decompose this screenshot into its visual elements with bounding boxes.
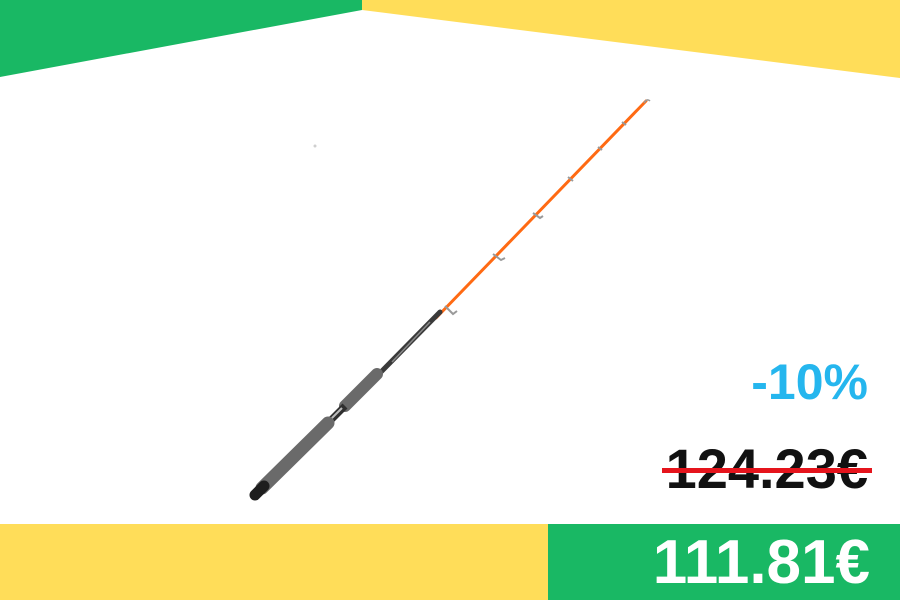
old-price: 124.23€	[661, 436, 872, 502]
bottom-banner-green	[548, 524, 900, 600]
discount-badge: -10%	[751, 354, 868, 410]
strikethrough-line	[661, 468, 872, 473]
new-price: 111.81€	[652, 528, 870, 597]
bottom-banner-yellow	[0, 524, 548, 600]
top-banner	[0, 0, 900, 78]
top-banner-yellow	[362, 0, 900, 78]
top-banner-green	[0, 0, 362, 77]
